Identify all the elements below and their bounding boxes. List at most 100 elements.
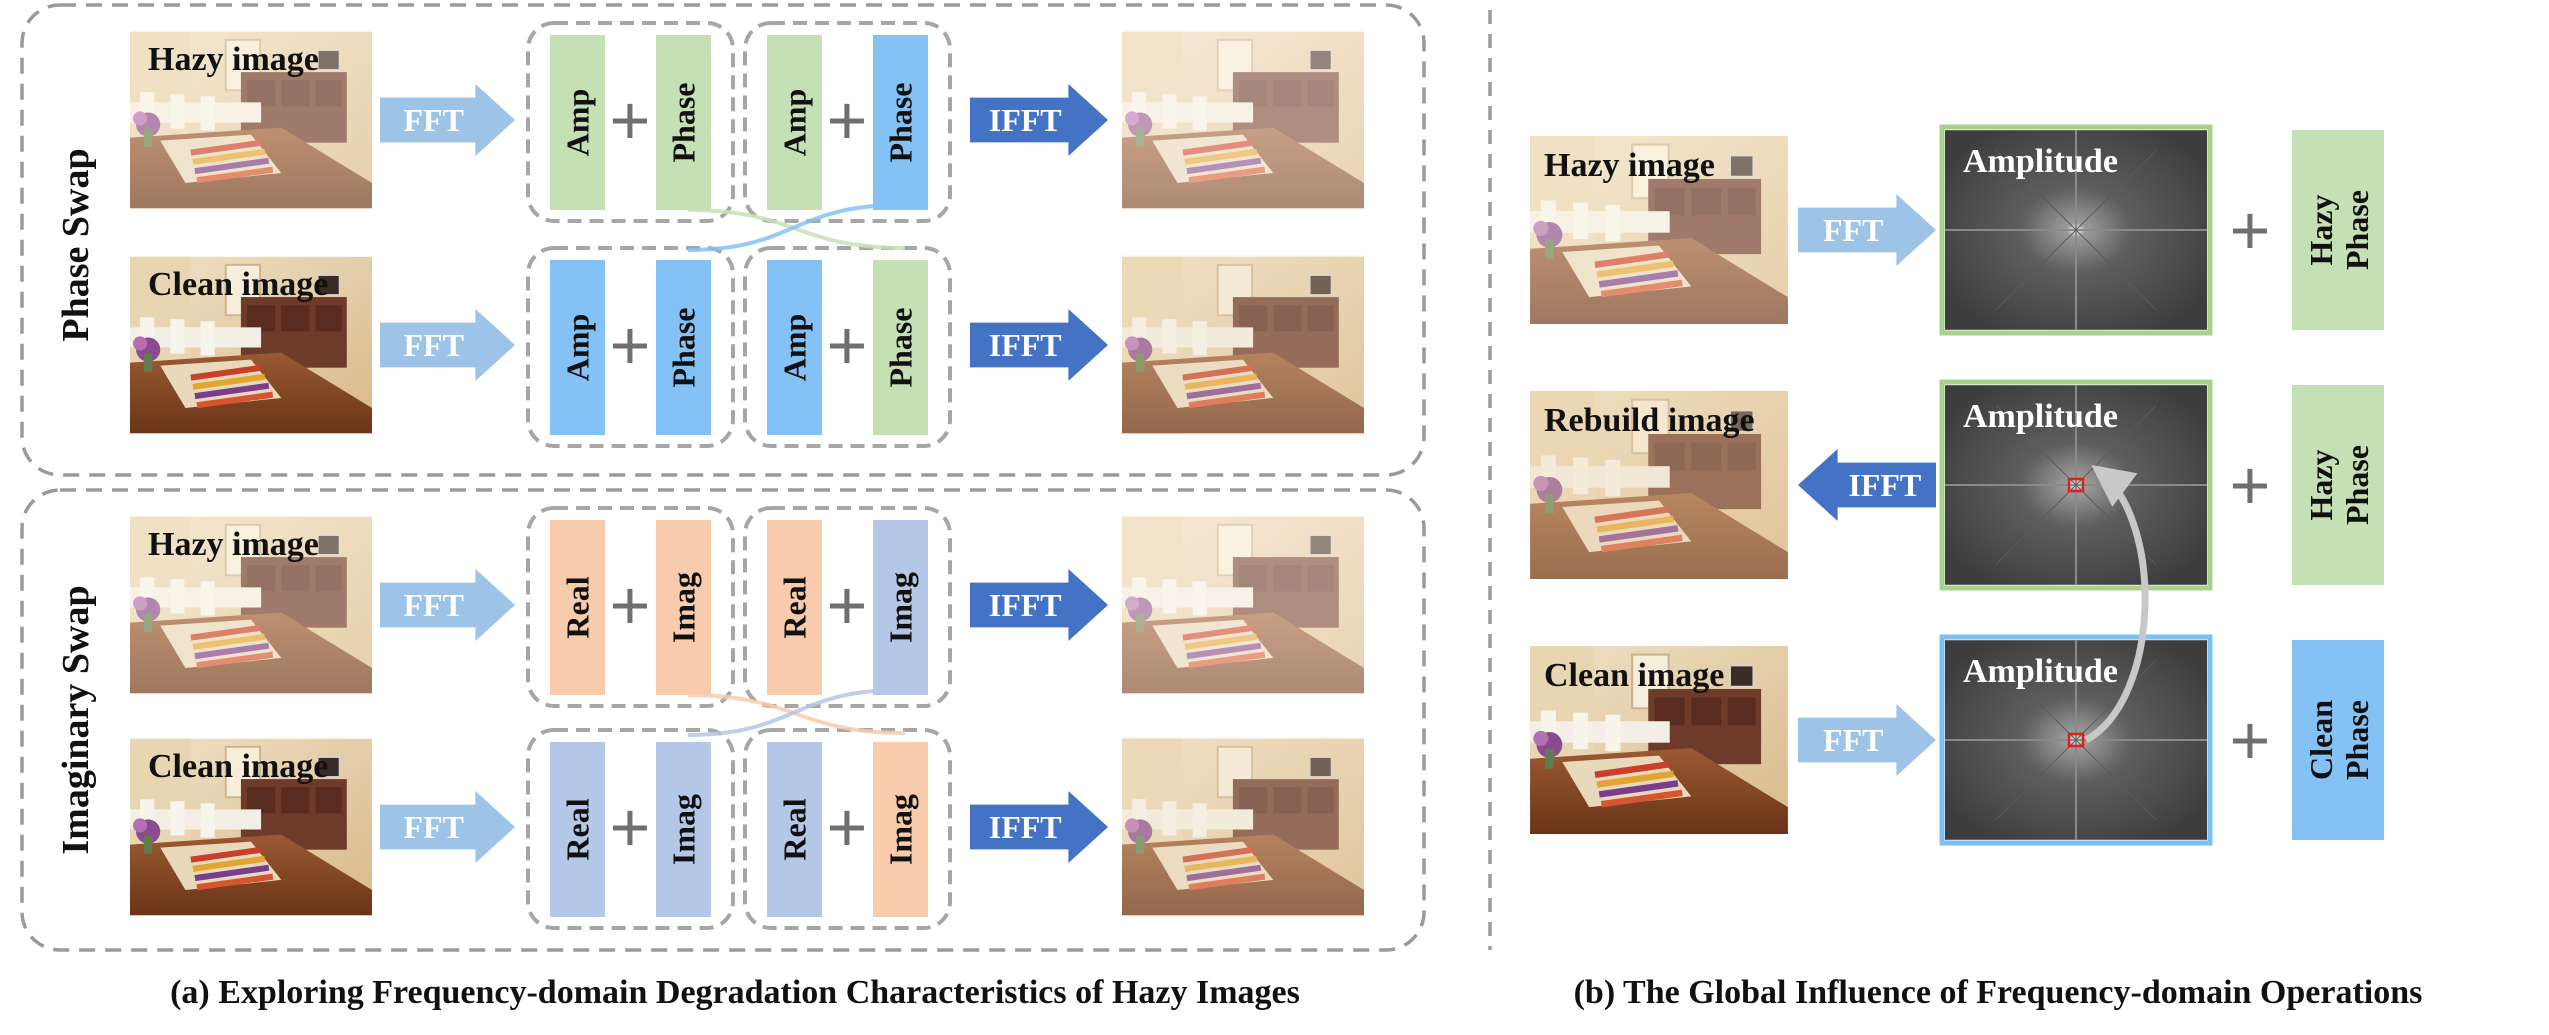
a-imaginary_swap-row-0-original-0-rect [550, 520, 605, 695]
a-imaginary_swap-row-1-plus-1: + [827, 788, 868, 866]
a-phase_swap-row-0-fft-arrow: FFT [380, 84, 515, 156]
a-imaginary_swap-row-0-fft-arrow-label: FFT [403, 587, 463, 623]
a-imaginary_swap-row-1-original-1-label: Imag [666, 794, 702, 865]
a-phase_swap-row-1-fft-arrow-label: FFT [403, 327, 463, 363]
b-row-2-phase-label: CleanPhase [2303, 700, 2375, 780]
a-imaginary_swap-row-0-swapped-0: Real [767, 520, 822, 695]
a-phase_swap-row-0-ifft-arrow-shape [970, 84, 1108, 156]
a-phase_swap-row-1-swapped-1: Phase [873, 260, 928, 435]
a-imaginary_swap-row-0-ifft-arrow: IFFT [970, 569, 1108, 641]
a-phase_swap-row-1-ifft-arrow: IFFT [970, 309, 1108, 381]
section-label-phase-swap: Phase Swap [55, 148, 97, 341]
a-phase_swap-row-1-ifft-arrow-label: IFFT [989, 327, 1062, 363]
a-imaginary_swap-row-1-plus-0: + [610, 788, 651, 866]
a-phase_swap-row-0-output-image-haze [1122, 30, 1364, 210]
b-row-2-op-arrow-shape [1798, 704, 1936, 776]
imag-swap-curve-hazy-to-clean [687, 693, 906, 735]
a-phase_swap-row-0-image-label: Hazy image [148, 41, 319, 78]
a-imaginary_swap-row-0-plus-1: + [827, 566, 868, 644]
b-row-1-image-haze [1530, 391, 1788, 579]
a-phase_swap-row-0-original-group [526, 21, 735, 223]
a-phase_swap-row-1-swapped-0: Amp [767, 260, 822, 435]
a-imaginary_swap-row-0-image-label: Hazy image [148, 526, 319, 563]
a-phase_swap-row-0-original-0: Amp [550, 35, 605, 210]
b-row-1-image [1530, 391, 1788, 579]
phase-swap-curve-clean-to-hazy [687, 203, 901, 252]
b-row-1-phase-label: HazyPhase [2303, 445, 2375, 525]
b-row-2-amplitude-frame [1939, 634, 2213, 846]
a-phase_swap-row-1-original-1: Phase [656, 260, 711, 435]
a-imaginary_swap-row-1-fft-arrow-shape [380, 791, 515, 863]
a-imaginary_swap-row-1-ifft-arrow: IFFT [970, 791, 1108, 863]
a-imaginary_swap-row-0-ifft-arrow-shape [970, 569, 1108, 641]
a-imaginary_swap-row-1-fft-arrow-label: FFT [403, 809, 463, 845]
a-phase_swap-row-0-swapped-1-label: Phase [883, 83, 919, 163]
a-phase_swap-row-1-fft-arrow-shape [380, 309, 515, 381]
a-phase_swap-row-1-original-0-label: Amp [560, 314, 596, 382]
b-row-1-marker [2067, 477, 2085, 493]
b-row-0-image-label: Hazy image [1544, 147, 1715, 184]
a-imaginary_swap-row-1-ifft-arrow-shape [970, 791, 1108, 863]
b-row-2-plus: + [2230, 701, 2271, 779]
a-phase_swap-row-0-ifft-arrow-label: IFFT [989, 102, 1062, 138]
amplitude-transfer-arrow [2084, 464, 2149, 744]
a-imaginary_swap-row-0-swapped-1-rect [873, 520, 928, 695]
a-imaginary_swap-row-0-ifft-arrow-label: IFFT [989, 587, 1062, 623]
b-row-1-op-arrow: IFFT [1798, 449, 1936, 521]
b-row-1-op-arrow-shape [1798, 449, 1936, 521]
a-imaginary_swap-row-1-original-0-rect [550, 742, 605, 917]
phase-swap-frame [20, 3, 1426, 477]
b-row-1-plus: + [2230, 446, 2271, 524]
b-row-2-image-label: Clean image [1544, 657, 1724, 694]
a-phase_swap-row-1-fft-arrow: FFT [380, 309, 515, 381]
caption-b: (b) The Global Influence of Frequency-do… [1574, 974, 2423, 1011]
a-phase_swap-row-1-original-group [526, 246, 735, 448]
a-imaginary_swap-row-1-swapped-0-label: Real [777, 798, 813, 860]
a-imaginary_swap-row-1-original-0: Real [550, 742, 605, 917]
b-row-0-op-arrow: FFT [1798, 194, 1936, 266]
a-imaginary_swap-row-1-original-1: Imag [656, 742, 711, 917]
a-phase_swap-row-0-swapped-0-label: Amp [777, 89, 813, 157]
a-imaginary_swap-row-1-output-image-haze [1122, 737, 1364, 917]
b-row-0-op-arrow-shape [1798, 194, 1936, 266]
a-imaginary_swap-row-1-output-image [1122, 737, 1364, 917]
caption-a: (a) Exploring Frequency-domain Degradati… [170, 974, 1300, 1011]
imag-swap-curve-clean-to-hazy [687, 688, 901, 737]
a-phase_swap-row-1-output-image-haze [1122, 255, 1364, 435]
a-imaginary_swap-row-0-swapped-group [743, 506, 952, 708]
a-imaginary_swap-row-1-swapped-0: Real [767, 742, 822, 917]
a-phase_swap-row-1-swapped-group [743, 246, 952, 448]
a-phase_swap-row-1-swapped-1-rect [873, 260, 928, 435]
a-phase_swap-row-1-original-0-rect [550, 260, 605, 435]
a-imaginary_swap-row-0-input-image [130, 515, 372, 695]
a-phase_swap-row-1-original-0: Amp [550, 260, 605, 435]
a-imaginary_swap-row-1-ifft-arrow-label: IFFT [989, 809, 1062, 845]
a-imaginary_swap-row-0-plus-0: + [610, 566, 651, 644]
a-phase_swap-row-0-fft-arrow-label: FFT [403, 102, 463, 138]
a-imaginary_swap-row-1-original-group [526, 728, 735, 930]
a-imaginary_swap-row-0-swapped-1-label: Imag [883, 572, 919, 643]
imaginary-swap-frame [20, 488, 1426, 952]
a-imaginary_swap-row-1-fft-arrow: FFT [380, 791, 515, 863]
a-phase_swap-row-0-plus-0: + [610, 81, 651, 159]
b-row-1-image-label: Rebuild image [1544, 402, 1755, 439]
a-phase_swap-row-1-swapped-0-rect [767, 260, 822, 435]
a-phase_swap-row-0-input-image [130, 30, 372, 210]
a-phase_swap-row-1-original-1-label: Phase [666, 308, 702, 388]
a-imaginary_swap-row-0-original-0: Real [550, 520, 605, 695]
phase-swap-curve-hazy-to-clean [687, 208, 906, 250]
a-imaginary_swap-row-1-image-label: Clean image [148, 748, 328, 785]
a-phase_swap-row-0-original-1-label: Phase [666, 83, 702, 163]
a-imaginary_swap-row-1-swapped-0-rect [767, 742, 822, 917]
a-imaginary_swap-row-0-input-image-haze [130, 515, 372, 695]
a-phase_swap-row-0-swapped-1: Phase [873, 35, 928, 210]
a-imaginary_swap-row-1-original-0-label: Real [560, 798, 596, 860]
a-phase_swap-row-0-swapped-0: Amp [767, 35, 822, 210]
b-row-0-phase-line-0: Hazy [2303, 194, 2339, 265]
